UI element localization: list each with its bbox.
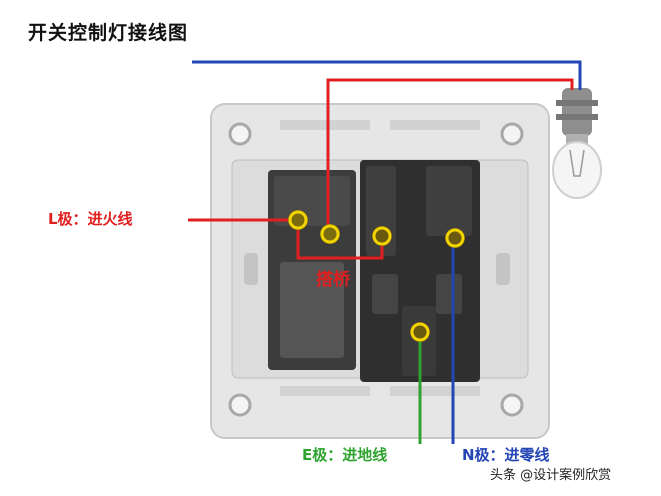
label-neutral: N极：进零线 — [462, 446, 550, 464]
terminal-l — [288, 210, 308, 230]
label-live: L极：进火线 — [48, 210, 133, 228]
terminal-socket-e — [410, 322, 430, 342]
diagram-title: 开关控制灯接线图 — [28, 22, 189, 44]
neutral-wire — [192, 60, 582, 444]
terminal-socket-l — [372, 226, 392, 246]
switched-live-wire — [326, 78, 574, 232]
bridge-wire — [296, 222, 384, 260]
light-bulb — [552, 88, 602, 199]
terminal-switch-out — [320, 224, 340, 244]
watermark: 头条 @设计案例欣赏 — [490, 468, 612, 483]
terminal-socket-n — [445, 228, 465, 248]
label-bridge: 搭桥 — [316, 270, 350, 290]
label-earth: E极：进地线 — [302, 446, 388, 464]
